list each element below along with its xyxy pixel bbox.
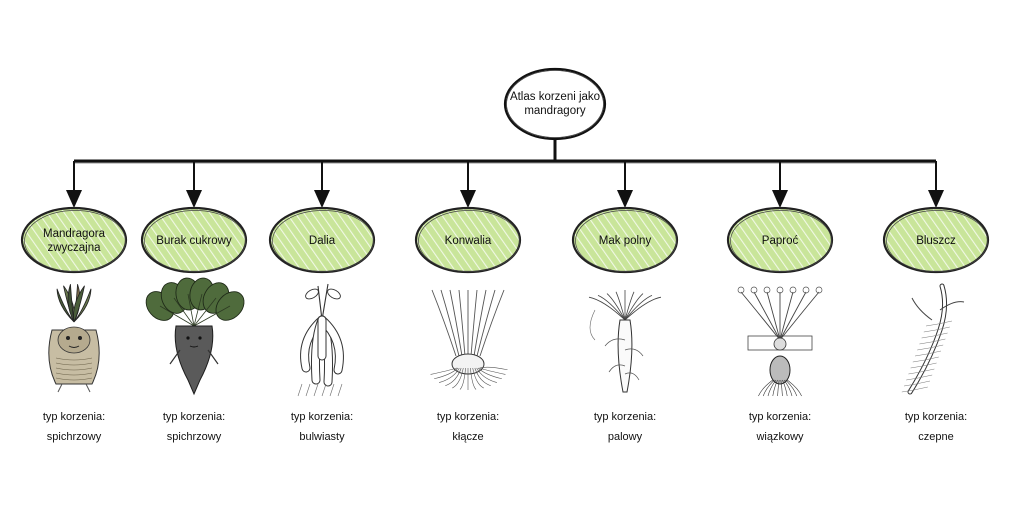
plant-node-sketch-outline xyxy=(24,210,126,272)
root-type-caption-label: typ korzenia: xyxy=(163,411,225,423)
root-title-line-2: mandragory xyxy=(524,105,586,117)
root-type-value: czepne xyxy=(918,431,953,443)
plant-node: Dalia xyxy=(268,206,376,274)
plant-group: Konwalia typ korzenia: kłącze xyxy=(414,206,522,443)
plant-name-label: zwyczajna xyxy=(47,242,101,254)
root-type-caption-label: typ korzenia: xyxy=(749,411,811,423)
plant-node-shape xyxy=(20,206,128,274)
plant-name-label: Konwalia xyxy=(445,235,492,247)
plant-node: Mak polny xyxy=(571,206,679,274)
root-node: Atlas korzeni jako mandragory xyxy=(503,67,607,141)
plant-group: Mandragora zwyczajna typ korzenia: spichrzo… xyxy=(20,206,128,443)
root-type-value: palowy xyxy=(608,431,643,443)
plant-node-sketch-outline xyxy=(575,210,677,272)
plant-node-shape xyxy=(140,206,248,274)
plant-node-sketch-outline xyxy=(418,210,520,272)
plant-group: Paproć typ korzenia: wiązkowy xyxy=(726,206,834,443)
plant-node: Burak cukrowy xyxy=(140,206,248,274)
plant-node: Bluszcz xyxy=(882,206,990,274)
plant-node: Paproć xyxy=(726,206,834,274)
root-type-value: spichrzowy xyxy=(47,431,102,443)
plant-node-sketch-outline xyxy=(730,210,832,272)
plant-node-sketch-outline xyxy=(144,210,246,272)
root-type-value: kłącze xyxy=(452,431,483,443)
clinging-root-icon xyxy=(901,283,965,395)
root-type-caption-label: typ korzenia: xyxy=(291,411,353,423)
plant-node-sketch-outline xyxy=(886,210,988,272)
tree-connectors xyxy=(66,139,944,208)
plant-nodes: Mandragora zwyczajna typ korzenia: spichrzo… xyxy=(20,206,990,443)
plant-group: Bluszcz typ korzenia: czepne xyxy=(882,206,990,443)
root-type-caption-label: typ korzenia: xyxy=(905,411,967,423)
taproot-icon xyxy=(588,289,662,393)
root-title-line-1: Atlas korzeni jako xyxy=(510,91,600,103)
plant-name-label: Mak polny xyxy=(599,235,652,247)
plant-group: Dalia typ korzenia: bulwiasty xyxy=(268,206,376,443)
root-type-caption-label: typ korzenia: xyxy=(43,411,105,423)
plant-name-label: Burak cukrowy xyxy=(156,235,232,247)
plant-node-shape xyxy=(726,206,834,274)
plant-name-label: Paproć xyxy=(762,235,799,247)
plant-node-shape xyxy=(414,206,522,274)
rhizome-icon xyxy=(430,289,508,390)
plant-node-shape xyxy=(571,206,679,274)
plant-name-label: Bluszcz xyxy=(916,235,956,247)
beet-icon xyxy=(145,277,245,396)
root-type-value: bulwiasty xyxy=(299,431,345,443)
root-type-caption-label: typ korzenia: xyxy=(437,411,499,423)
plant-group: Mak polny typ korzenia: palowy xyxy=(571,206,679,443)
plant-node-shape xyxy=(882,206,990,274)
dahlia-tuber-icon xyxy=(297,283,344,397)
plant-group: Burak cukrowy typ korzenia: spichrzowy xyxy=(140,206,248,443)
root-type-value: spichrzowy xyxy=(167,431,222,443)
plant-name-label: Mandragora xyxy=(43,228,106,240)
plant-node: Mandragora zwyczajna xyxy=(20,206,128,274)
root-type-value: wiązkowy xyxy=(755,431,804,443)
root-type-caption-label: typ korzenia: xyxy=(594,411,656,423)
mandrake-icon xyxy=(48,284,100,393)
plant-node-sketch-outline xyxy=(272,210,374,272)
plant-node: Konwalia xyxy=(414,206,522,274)
plant-node-shape xyxy=(268,206,376,274)
plant-name-label: Dalia xyxy=(309,235,336,247)
fibrous-root-icon xyxy=(737,286,823,397)
